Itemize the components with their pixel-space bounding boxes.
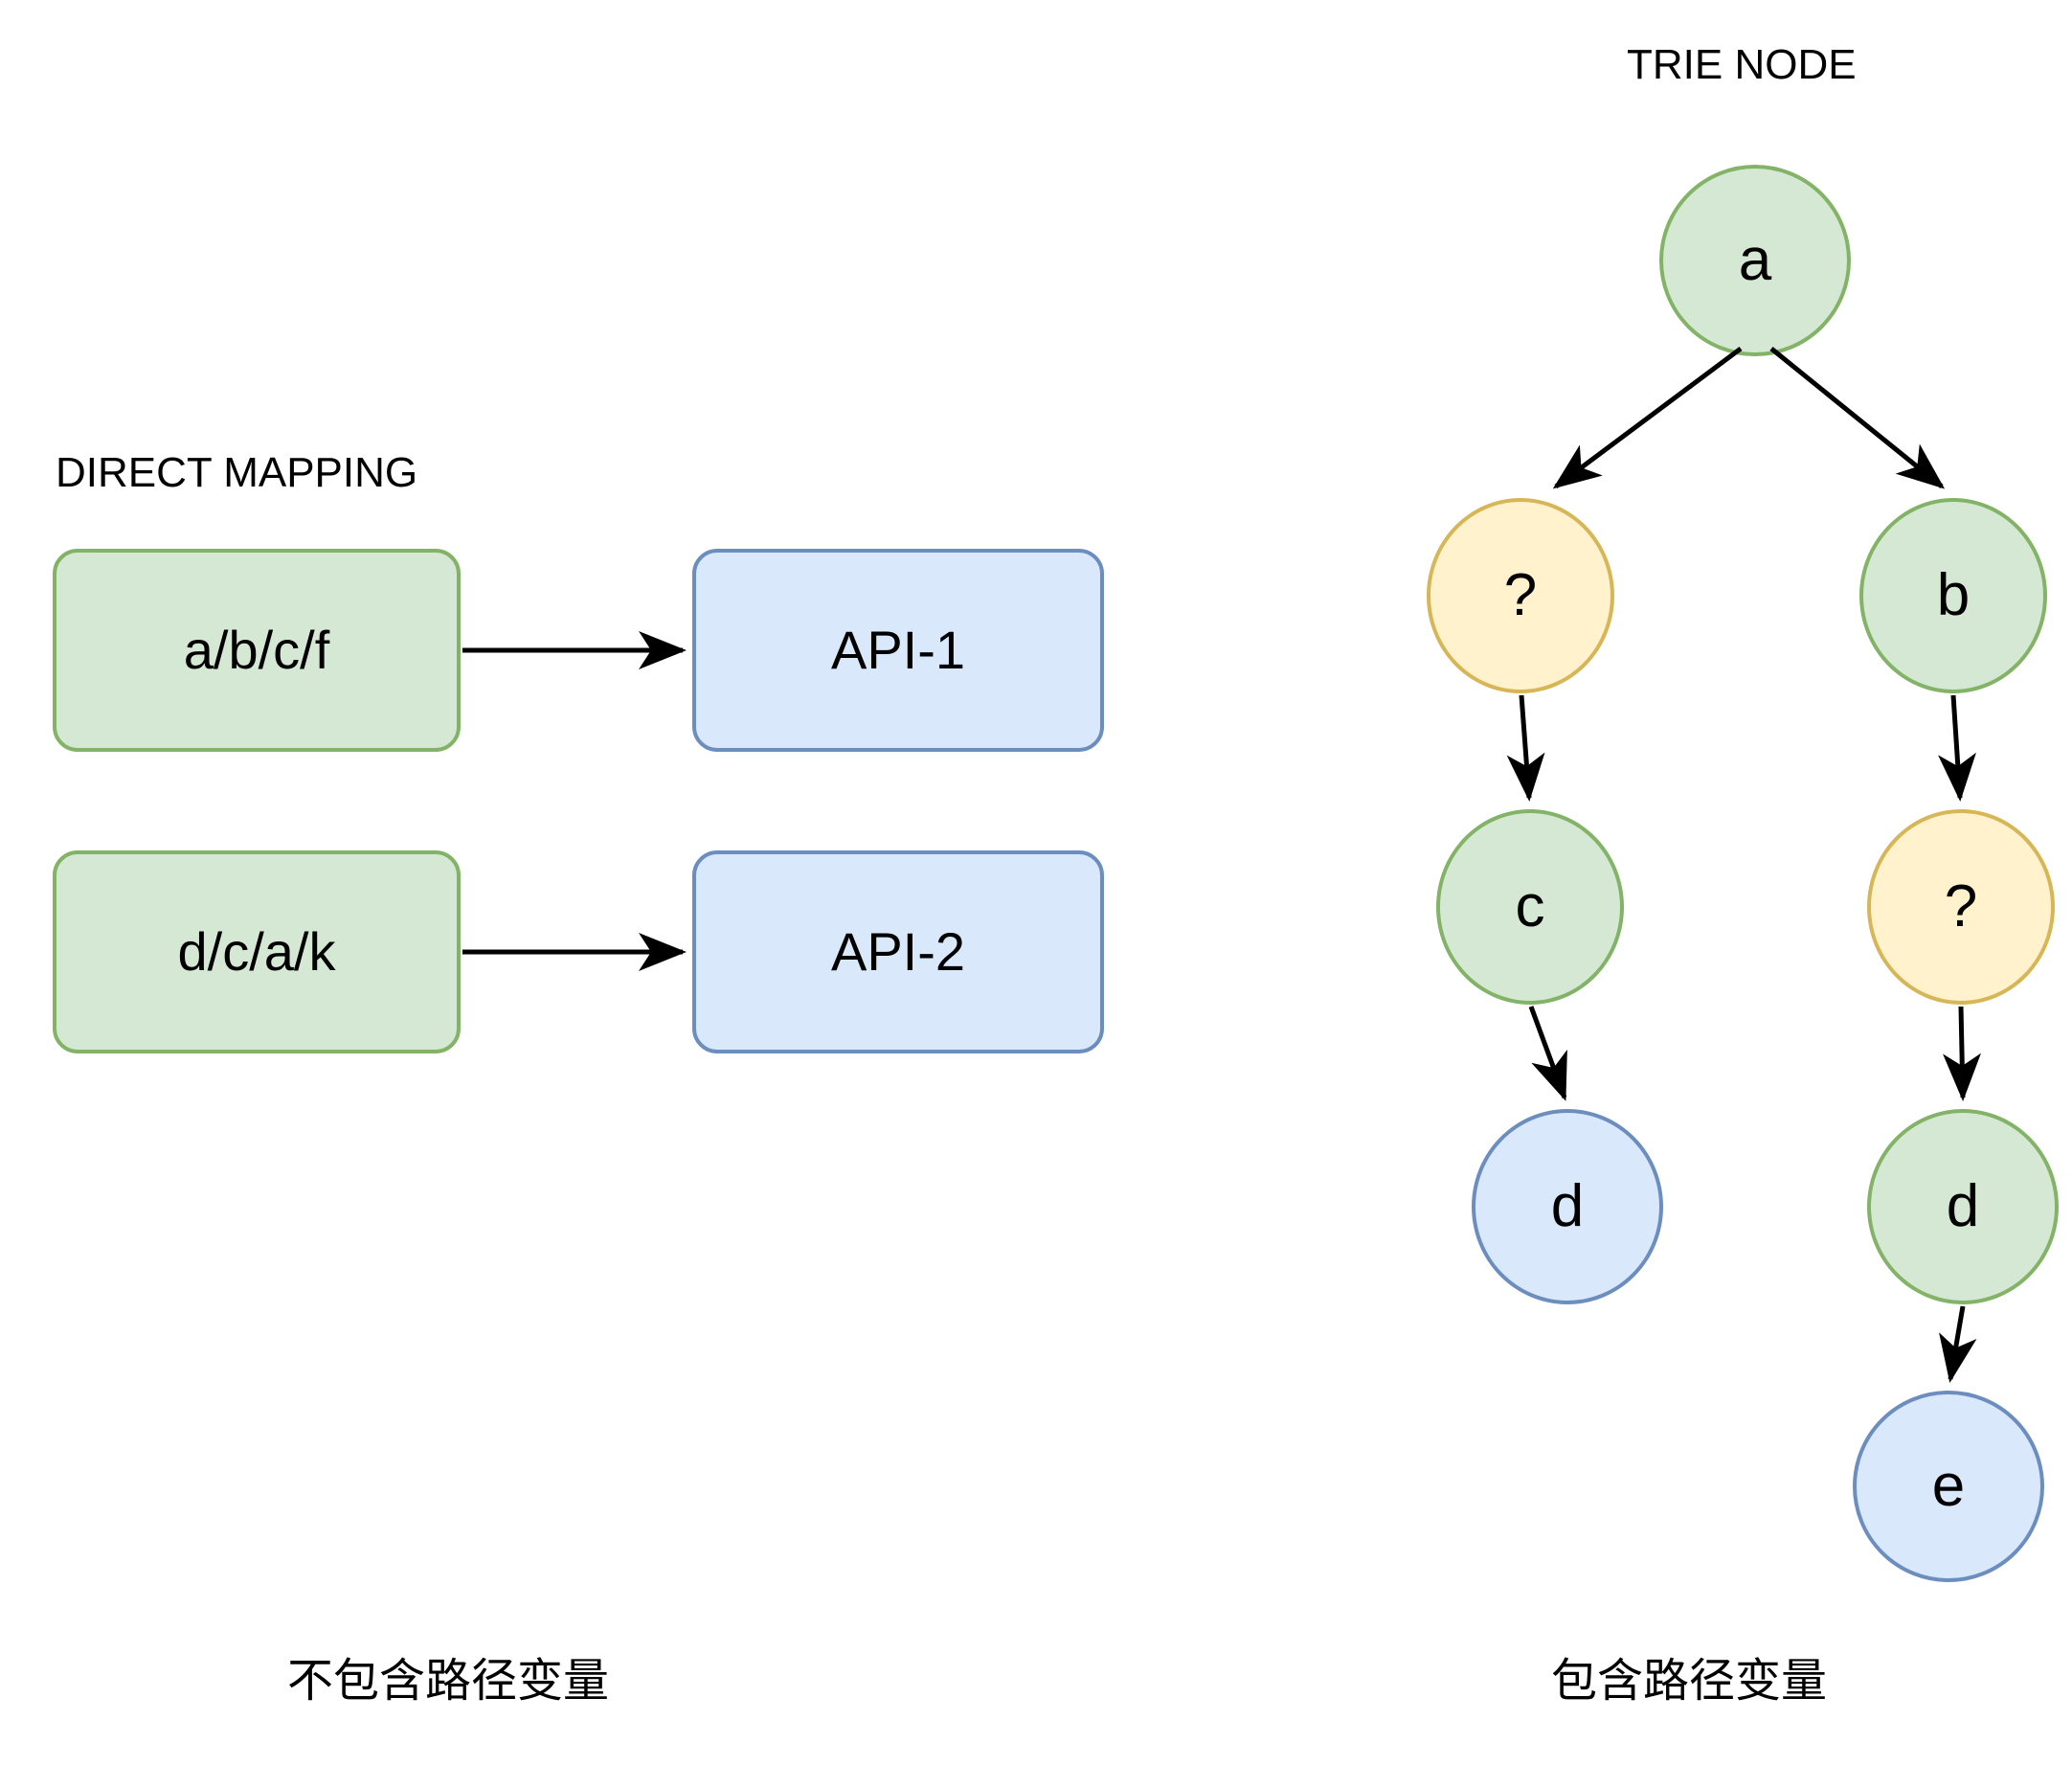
trie-node-d-left: d xyxy=(1472,1109,1663,1304)
arrow-a-to-b xyxy=(1769,347,1946,489)
trie-node-c: c xyxy=(1436,809,1624,1005)
arrow-a-to-wildcard1 xyxy=(1552,346,1743,489)
caption-with-path-variable: 包含路径变量 xyxy=(1551,1656,1828,1707)
caption-no-path-variable: 不包含路径变量 xyxy=(287,1656,610,1707)
arrow-b-to-wildcard2 xyxy=(1938,694,1976,802)
arrow-wildcard2-to-d-right xyxy=(1943,1006,1982,1101)
trie-node-d-right: d xyxy=(1867,1109,2059,1304)
trie-node-e: e xyxy=(1853,1391,2044,1582)
path-box-2: d/c/a/k xyxy=(53,850,461,1053)
api-box-2: API-2 xyxy=(692,850,1104,1053)
path-box-1: a/b/c/f xyxy=(53,549,461,752)
arrow-wildcard1-to-c xyxy=(1506,694,1545,802)
direct-mapping-heading: DIRECT MAPPING xyxy=(56,449,418,496)
api-box-1: API-1 xyxy=(692,549,1104,752)
trie-node-wildcard-1: ? xyxy=(1427,498,1614,693)
trie-node-b: b xyxy=(1859,498,2047,693)
arrow-c-to-d-left xyxy=(1528,1006,1567,1101)
trie-node-wildcard-2: ? xyxy=(1867,809,2055,1005)
arrow-d-right-to-e xyxy=(1939,1305,1977,1383)
trie-node-heading: TRIE NODE xyxy=(1627,41,1857,88)
trie-node-a: a xyxy=(1659,165,1851,356)
